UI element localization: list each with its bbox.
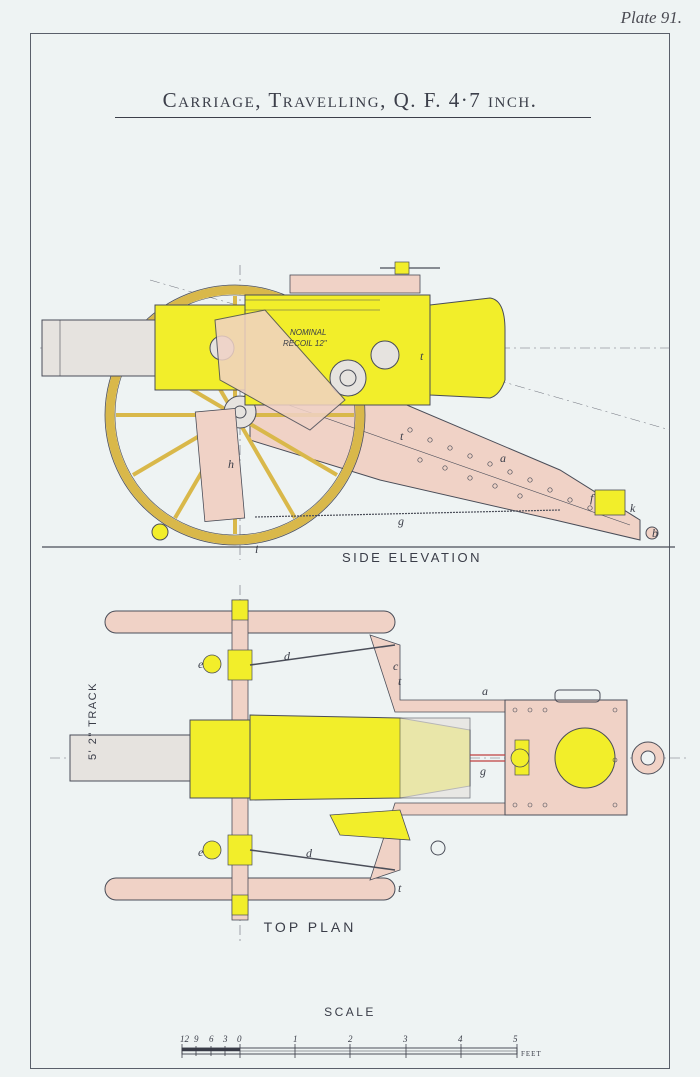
scale-tick-3b: 3	[402, 1034, 408, 1044]
scale-tick-0: 0	[237, 1034, 242, 1044]
side-letter-t1: t	[420, 349, 424, 363]
scale-tick-1: 1	[293, 1034, 298, 1044]
trail-eye	[645, 526, 659, 540]
wheel-tyre	[104, 284, 366, 546]
top-letter-t2: t	[398, 881, 402, 895]
top-letter-e2: e	[198, 845, 204, 859]
breech-block	[429, 297, 506, 399]
side-letter-k: k	[630, 501, 636, 515]
title-underline	[115, 117, 591, 118]
scale-tick-5: 5	[513, 1034, 518, 1044]
side-letter-t2: t	[400, 429, 404, 443]
scale-unit: FEET	[521, 1050, 542, 1058]
trail-side-upper	[369, 634, 506, 713]
side-elevation-view: NOMINAL RECOIL 12" a f g h i k t t b	[40, 261, 675, 560]
top-letter-d2: d	[306, 846, 313, 860]
nominal-text: NOMINAL	[290, 328, 326, 337]
top-plan-label: TOP PLAN	[263, 919, 357, 935]
seat-bracket	[329, 809, 411, 841]
side-elevation-label: SIDE ELEVATION	[342, 550, 482, 565]
brake-rod-upper	[249, 644, 396, 666]
scale-tick-3a: 3	[222, 1034, 228, 1044]
side-letter-h: h	[228, 457, 234, 471]
upper-wheel-plan	[104, 610, 396, 634]
side-letter-a: a	[500, 451, 506, 465]
scale-tick-4: 4	[458, 1034, 463, 1044]
gun-barrel	[41, 319, 158, 377]
top-letter-e1: e	[198, 657, 204, 671]
top-letter-d1: d	[284, 649, 291, 663]
front-roller	[151, 523, 169, 541]
side-letter-b: b	[652, 526, 658, 540]
scale-bar: 12 9 6 3 0 1 2 3 4 5 FEET	[180, 1034, 542, 1058]
plate-frame	[30, 33, 670, 1069]
top-letter-a: a	[482, 684, 488, 698]
scale-tick-9: 9	[194, 1034, 199, 1044]
brake-wheel-lower	[202, 840, 222, 860]
side-letter-f: f	[590, 491, 595, 505]
elevating-gear	[329, 359, 367, 397]
scale-tick-12: 12	[180, 1034, 190, 1044]
handwheel-plan	[510, 748, 530, 768]
top-letter-c1: c	[393, 659, 399, 673]
top-letter-g: g	[480, 764, 486, 778]
brake-rod-lower	[249, 849, 396, 871]
wheel-rim	[105, 285, 365, 545]
top-carriage	[289, 274, 421, 294]
axle-box-lower	[227, 834, 253, 866]
gun-jacket-plan	[189, 719, 251, 799]
training-gear	[370, 340, 400, 370]
scale-tick-6: 6	[209, 1034, 214, 1044]
plate-number: Plate 91.	[620, 8, 682, 27]
side-letter-g: g	[398, 514, 404, 528]
axle-box-upper	[227, 649, 253, 681]
side-bracket	[214, 309, 346, 431]
top-letter-t1: t	[398, 674, 402, 688]
trail-spade-plan	[554, 727, 616, 789]
wheel-felloe	[114, 294, 356, 536]
side-letter-i: i	[255, 542, 258, 556]
track-label: 5' 2" TRACK	[87, 682, 99, 760]
plate-title: Carriage, Travelling, Q. F. 4·7 inch.	[162, 88, 538, 112]
breech-plan	[399, 717, 471, 799]
scale-tick-2: 2	[348, 1034, 353, 1044]
scale-label: SCALE	[324, 1005, 376, 1019]
brake-wheel-upper	[202, 654, 222, 674]
elevating-handle	[430, 840, 446, 856]
trail-end-rivets	[512, 707, 618, 808]
trail-fitting	[594, 489, 626, 516]
shield-support	[194, 408, 246, 522]
trail-rivets	[407, 427, 593, 511]
recoil-text: RECOIL 12"	[283, 339, 328, 348]
gun-barrel-plan	[69, 734, 196, 782]
drag-rope	[254, 509, 561, 518]
trail-handle	[554, 689, 601, 703]
lower-wheel-plan	[104, 877, 396, 901]
top-plan-view: a c d d e e g t t	[50, 585, 690, 945]
